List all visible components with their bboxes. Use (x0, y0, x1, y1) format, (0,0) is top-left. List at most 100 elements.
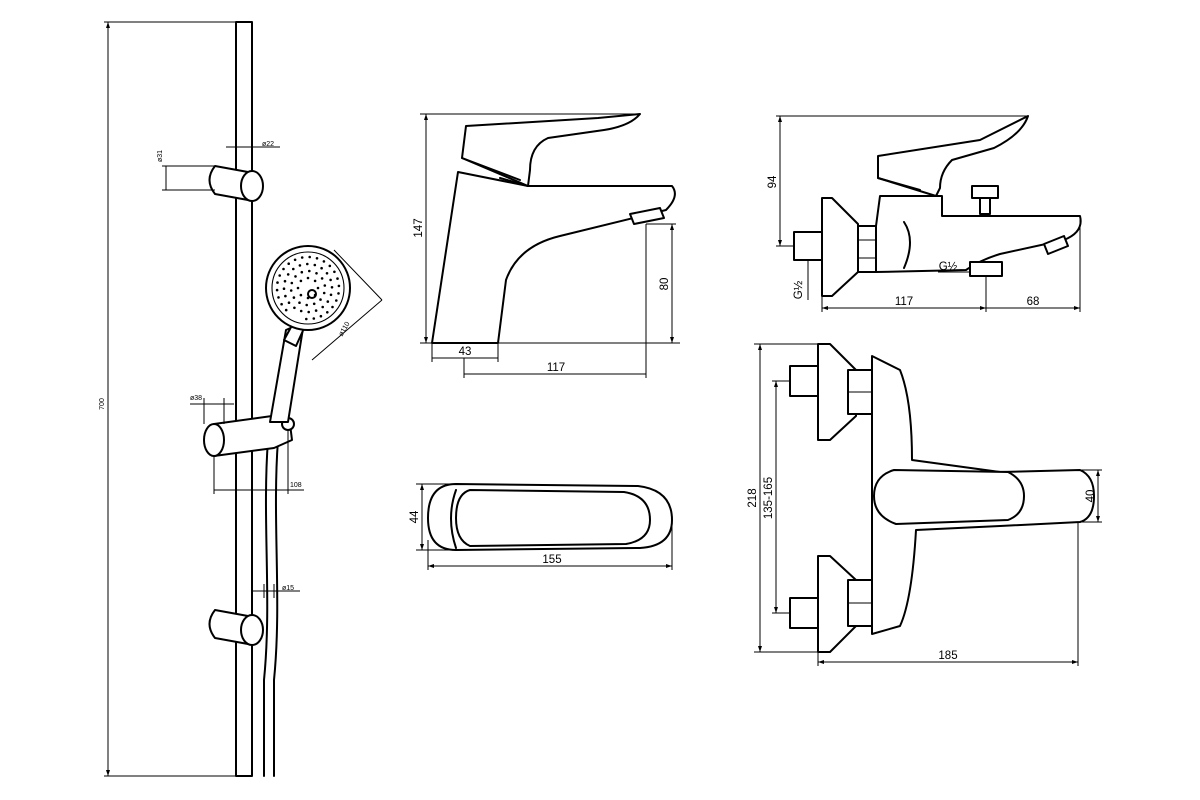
bath-hex-nut (857, 225, 877, 273)
bath-outlet-thread-label: G½ (939, 261, 958, 273)
slider-depth-label: 108 (290, 482, 302, 489)
rail-height-label: 700 (99, 398, 106, 410)
spray-hole (315, 272, 318, 275)
top-holder-diameter-dimension: ø31 (157, 150, 215, 191)
basin-base-offset-dimension: 43 (431, 343, 499, 362)
spray-hole (299, 293, 303, 297)
spray-hole (326, 300, 330, 303)
spray-hole (289, 289, 293, 292)
bottom-wall-bracket (208, 609, 264, 646)
basin-mixer-body (431, 171, 676, 344)
spray-hole (308, 255, 312, 259)
bath-inlet-thread-label: G½ (793, 280, 805, 299)
spray-hole (298, 301, 301, 305)
rail-diameter-label: ø22 (262, 141, 274, 148)
bath-mixer-top-view: 218 135-165 40 185 (747, 343, 1102, 666)
spray-hole (306, 262, 309, 266)
spray-hole (283, 279, 287, 283)
hand-shower-head (265, 245, 351, 331)
bath-mixer-side-view: 94 G½ G½ 117 68 (767, 115, 1082, 312)
bath-depth-dimension: 185 (817, 522, 1079, 666)
spray-hole (286, 273, 290, 276)
basin-mixer-lever (461, 113, 641, 187)
spray-hole (292, 296, 296, 299)
spray-hole (336, 277, 339, 280)
basin-mixer-side-view: 147 80 43 117 (413, 113, 680, 378)
basin-base-offset-label: 43 (459, 346, 472, 358)
rail-height-dimension: 700 (99, 21, 236, 777)
spray-hole (299, 279, 303, 283)
spray-hole (278, 274, 282, 277)
spray-hole (287, 301, 291, 305)
spray-hole (314, 309, 318, 312)
spray-hole (308, 269, 311, 273)
bath-wall-flange (821, 197, 859, 297)
spray-hole (306, 296, 310, 300)
spray-hole (284, 308, 288, 312)
spray-hole (323, 284, 327, 287)
spray-hole (275, 288, 279, 292)
bath-top-lever (873, 469, 1025, 525)
spray-hole (319, 314, 323, 318)
basin-spout-reach-dimension: 117 (463, 224, 647, 378)
spray-hole (296, 286, 300, 290)
bath-handle-width-label: 40 (1085, 490, 1097, 503)
spray-hole (305, 317, 308, 321)
basin-spout-height-label: 80 (659, 278, 671, 291)
spray-hole (328, 264, 332, 268)
spray-hole (280, 302, 283, 306)
spray-hole (294, 275, 297, 278)
spray-hole (337, 292, 340, 295)
spray-hole (337, 284, 341, 288)
spray-hole (321, 305, 325, 309)
basin-height-label: 147 (413, 218, 425, 237)
basin-top-length-dimension: 155 (427, 520, 673, 570)
bath-height-dimension: 94 (767, 115, 1028, 247)
basin-mixer-top-view: 44 155 (409, 483, 673, 570)
bath-body-length-label: 117 (895, 296, 913, 308)
spray-hole (276, 281, 279, 284)
spray-hole (277, 296, 280, 299)
handshower-diameter-label: ø110 (338, 321, 352, 338)
spray-hole (282, 267, 285, 271)
shower-slider (203, 415, 295, 457)
spray-hole (316, 286, 320, 290)
spray-hole (330, 286, 334, 289)
bath-total-height-label: 218 (747, 488, 759, 507)
spray-hole (300, 270, 304, 274)
spray-hole (299, 309, 303, 313)
spray-hole (333, 270, 336, 274)
spray-hole (293, 258, 297, 262)
bath-spout-length-label: 68 (1027, 296, 1040, 308)
basin-mixer-aerator (629, 207, 665, 225)
spray-hole (287, 262, 291, 266)
bath-body-length-dimension: 117 (821, 276, 987, 312)
spray-hole (322, 291, 326, 295)
bath-handle-width-dimension: 40 (1080, 469, 1102, 523)
slider-depth-dimension: 108 (213, 430, 304, 494)
spray-hole (290, 281, 294, 285)
spray-hole (325, 272, 329, 275)
spray-hole (306, 276, 310, 280)
basin-spout-reach-label: 117 (547, 362, 565, 374)
basin-spout-height-dimension: 80 (646, 223, 676, 343)
bath-shower-outlet (969, 261, 1003, 277)
bath-diverter-knob (971, 185, 999, 199)
spray-hole (329, 293, 333, 297)
basin-top-lever (455, 489, 651, 547)
slide-rail (235, 21, 253, 777)
bath-depth-label: 185 (938, 650, 957, 662)
spray-hole (292, 267, 295, 271)
spray-hole (305, 303, 309, 307)
shower-set-view: 700 ø31 ø22 ø110 ø38 (99, 21, 383, 777)
spray-hole (320, 266, 323, 270)
spray-hole (312, 317, 316, 320)
bath-height-label: 94 (767, 175, 779, 188)
slider-diameter-label: ø38 (190, 395, 202, 402)
basin-top-width-dimension: 44 (409, 483, 456, 551)
top-wall-bracket (208, 165, 264, 202)
bath-inlet-spacing-dimension: 135-165 (763, 380, 790, 614)
spray-hole (326, 311, 329, 314)
shower-hose (263, 439, 269, 777)
